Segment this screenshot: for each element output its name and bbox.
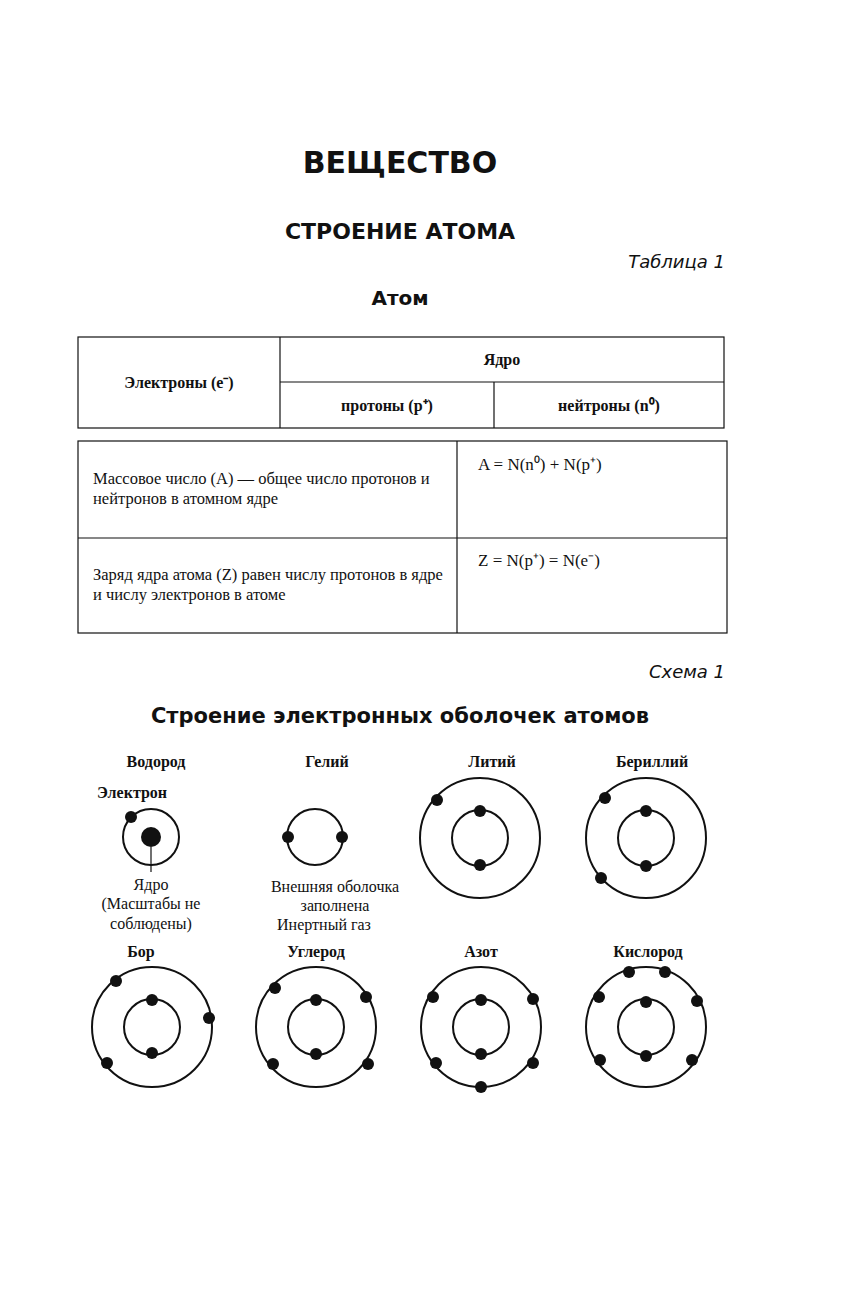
- electron: [594, 1054, 606, 1066]
- element-name: Углерод: [287, 942, 345, 961]
- electron: [475, 1048, 487, 1060]
- electron: [474, 859, 486, 871]
- page-title: ВЕЩЕСТВО: [303, 145, 497, 181]
- element-name: Кислород: [613, 942, 682, 961]
- table-cell: Ядро: [484, 350, 521, 369]
- electron: [431, 794, 443, 806]
- section-heading: СТРОЕНИЕ АТОМА: [285, 219, 515, 245]
- electron: [146, 1047, 158, 1059]
- electron: [146, 994, 158, 1006]
- table-border: [78, 441, 727, 633]
- electron: [310, 1048, 322, 1060]
- shell: [92, 967, 212, 1087]
- electron: [474, 805, 486, 817]
- element-name: Азот: [464, 942, 498, 961]
- note: Инертный газ: [277, 915, 371, 934]
- electron: [475, 994, 487, 1006]
- shell: [421, 967, 541, 1087]
- electrons: [101, 792, 703, 1093]
- table-cell: Массовое число (A) — общее число протоно…: [93, 469, 445, 509]
- table-cell: протоны (p⁺): [341, 396, 433, 415]
- table-rule: [456, 441, 457, 633]
- electron: [599, 792, 611, 804]
- electron: [623, 966, 635, 978]
- electron: [427, 991, 439, 1003]
- electron: [430, 1057, 442, 1069]
- shell: [453, 999, 509, 1055]
- shell: [586, 967, 706, 1087]
- electron: [527, 1057, 539, 1069]
- shell: [586, 778, 706, 898]
- electron: [527, 993, 539, 1005]
- table-cell: Заряд ядра атома (Z) равен числу протоно…: [93, 565, 445, 605]
- shell: [618, 810, 674, 866]
- shell: [288, 999, 344, 1055]
- table-rule: [493, 382, 494, 428]
- electron: [336, 831, 348, 843]
- shell: [124, 999, 180, 1055]
- electron: [282, 831, 294, 843]
- leader-line: [150, 847, 151, 872]
- electron: [101, 1057, 113, 1069]
- electron: [203, 1012, 215, 1024]
- electron: [691, 995, 703, 1007]
- formula: A = N(n⁰) + N(p⁺): [478, 455, 718, 475]
- scheme-number: Схема 1: [649, 661, 725, 683]
- electron: [475, 1081, 487, 1093]
- note: Внешняя оболочка заполнена: [245, 877, 425, 915]
- electron: [640, 805, 652, 817]
- shell: [287, 809, 343, 865]
- table-rule: [280, 381, 724, 382]
- electron: [593, 991, 605, 1003]
- formula: Z = N(p⁺) = N(e⁻): [478, 551, 718, 571]
- table-border: [78, 337, 724, 428]
- electron: [267, 1058, 279, 1070]
- electron: [595, 872, 607, 884]
- shell: [256, 967, 376, 1087]
- electron: [686, 1054, 698, 1066]
- element-name: Литий: [468, 752, 515, 771]
- electron: [640, 1050, 652, 1062]
- electron: [360, 991, 372, 1003]
- element-name: Бор: [127, 942, 154, 961]
- table-title: Атом: [371, 286, 428, 310]
- electron: [640, 996, 652, 1008]
- electron: [310, 994, 322, 1006]
- table-cell: Электроны (e⁻): [119, 373, 239, 392]
- table-number: Таблица 1: [628, 251, 725, 273]
- table-lines: [78, 337, 727, 633]
- scheme-title: Строение электронных оболочек атомов: [151, 704, 649, 729]
- electron: [640, 860, 652, 872]
- nucleus: [141, 827, 161, 847]
- element-name: Гелий: [305, 752, 348, 771]
- electron: [125, 811, 137, 823]
- electron: [659, 966, 671, 978]
- electron: [110, 975, 122, 987]
- part-label: Ядро (Масштабы не соблюдены): [95, 875, 207, 933]
- element-name: Бериллий: [616, 752, 688, 771]
- shell: [452, 810, 508, 866]
- atom-shells: [92, 778, 706, 1087]
- part-label: Электрон: [97, 783, 167, 802]
- table-cell: нейтроны (n⁰): [558, 396, 660, 415]
- element-name: Водород: [127, 752, 186, 771]
- electron: [362, 1058, 374, 1070]
- shell: [420, 778, 540, 898]
- table-rule: [78, 537, 727, 538]
- electron: [269, 982, 281, 994]
